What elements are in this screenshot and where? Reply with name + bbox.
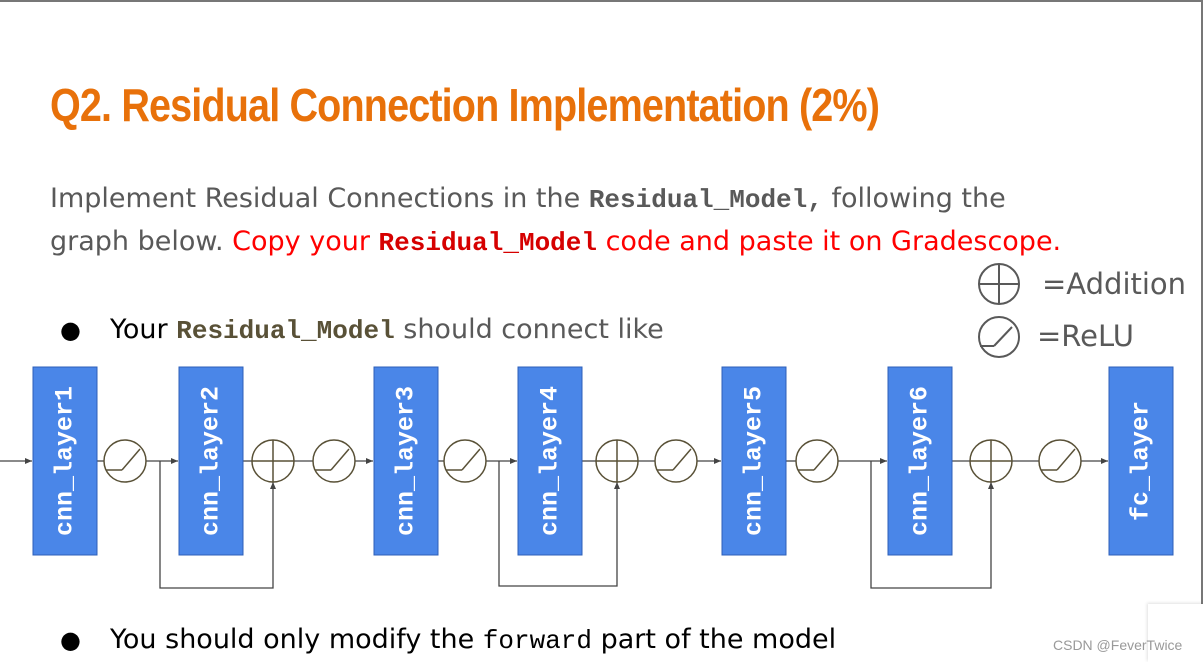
cnn-layer6-label: cnn_layer6	[906, 386, 935, 536]
corner-overlay	[1148, 604, 1203, 662]
intro-red-1: Copy your	[232, 226, 379, 257]
bullet1-code: Residual_Model	[176, 316, 395, 346]
relu-legend-label: =ReLU	[1037, 319, 1134, 353]
bullet1-suffix: should connect like	[394, 314, 664, 345]
addition-icon	[251, 439, 295, 483]
relu-icon	[795, 439, 839, 483]
top-border	[0, 0, 1203, 2]
bullet-connect: ● Your Residual_Model should connect like	[60, 312, 664, 349]
cnn-layer1-label: cnn_layer1	[51, 386, 80, 536]
intro-text-1: Implement Residual Connections in the	[50, 183, 589, 214]
addition-icon	[969, 439, 1013, 483]
layer-blocks: cnn_layer1 cnn_layer2 cnn_layer3 cnn_lay…	[32, 366, 1174, 556]
addition-legend-icon	[978, 263, 1020, 305]
intro-text-2: following the	[822, 183, 1006, 214]
slide-title: Q2. Residual Connection Implementation (…	[50, 79, 880, 131]
bullet2-prefix: You should only modify the	[110, 624, 483, 655]
intro-text-3: graph below.	[50, 226, 233, 257]
bullet2-suffix: part of the model	[592, 624, 837, 655]
skip-connections	[159, 461, 994, 589]
cnn-layer5-label: cnn_layer5	[740, 386, 769, 536]
cnn-layer1-block: cnn_layer1	[32, 366, 98, 556]
addition-nodes	[251, 439, 1013, 483]
cnn-layer3-label: cnn_layer3	[392, 386, 421, 536]
relu-nodes	[103, 439, 1082, 483]
cnn-layer3-block: cnn_layer3	[373, 366, 439, 556]
cnn-layer2-label: cnn_layer2	[197, 386, 226, 536]
relu-legend-icon	[978, 316, 1020, 358]
relu-icon	[443, 439, 487, 483]
intro-red-2: code and paste it on Gradescope.	[596, 226, 1062, 257]
watermark: CSDN @FeverTwice	[1053, 637, 1183, 653]
bullet-dot: ●	[60, 626, 81, 654]
intro-code-2: Residual_Model	[378, 228, 597, 258]
bullet-dot: ●	[60, 316, 81, 344]
relu-icon	[1038, 439, 1082, 483]
relu-icon	[103, 439, 147, 483]
cnn-layer4-label: cnn_layer4	[536, 386, 565, 536]
bullet1-prefix: Your	[110, 314, 177, 345]
intro-paragraph: Implement Residual Connections in the Re…	[50, 178, 1160, 264]
cnn-layer5-block: cnn_layer5	[721, 366, 787, 556]
relu-icon	[312, 439, 356, 483]
relu-icon	[654, 439, 698, 483]
right-border	[1201, 0, 1203, 610]
fc-layer-label: fc_layer	[1127, 401, 1156, 521]
cnn-layer6-block: cnn_layer6	[887, 366, 953, 556]
cnn-layer2-block: cnn_layer2	[178, 366, 244, 556]
intro-code-1: Residual_Model,	[588, 185, 823, 215]
bullet-forward: ● You should only modify the forward part…	[60, 622, 836, 659]
addition-legend-label: =Addition	[1042, 267, 1187, 301]
residual-model-diagram: cnn_layer1 cnn_layer2 cnn_layer3 cnn_lay…	[0, 366, 1174, 589]
fc-layer-block: fc_layer	[1108, 366, 1174, 556]
bullet2-code: forward	[482, 626, 593, 656]
addition-icon	[595, 439, 639, 483]
cnn-layer4-block: cnn_layer4	[517, 366, 583, 556]
